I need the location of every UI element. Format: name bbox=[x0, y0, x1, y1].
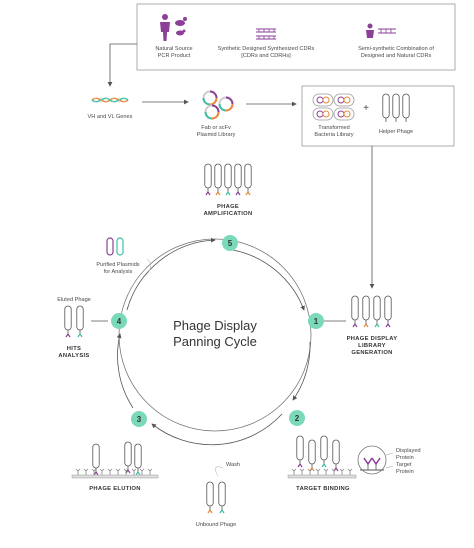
human-animal-icon bbox=[160, 14, 187, 41]
library-line2: Plasmid Library bbox=[197, 132, 236, 138]
target-line1: Target bbox=[396, 462, 412, 468]
step-1-label-line2: LIBRARY bbox=[358, 343, 386, 349]
cycle-title-line2: Panning Cycle bbox=[173, 334, 257, 349]
elution-receptors bbox=[75, 468, 153, 476]
step-4-node: 4 bbox=[111, 313, 127, 329]
step-1-label-line1: PHAGE DISPLAY bbox=[347, 336, 398, 342]
helper-label: Helper Phage bbox=[379, 129, 413, 135]
displayed-line1: Displayed bbox=[396, 448, 421, 454]
elution-plate bbox=[71, 474, 159, 479]
zoom-inset bbox=[357, 445, 387, 475]
dna-icon bbox=[91, 96, 129, 104]
genes-label: VH and VL Genes bbox=[88, 114, 133, 120]
cycle-title-line1: Phage Display bbox=[173, 318, 257, 333]
amplification-phages-icon bbox=[204, 163, 252, 196]
svg-text:4: 4 bbox=[117, 317, 122, 326]
purified-line2: for Analysis bbox=[104, 269, 133, 275]
semi-synthetic-icon bbox=[366, 23, 396, 38]
synthetic-dna-icon bbox=[256, 28, 276, 40]
step-1-node: 1 bbox=[308, 313, 324, 329]
plasmid-library-icon bbox=[202, 90, 234, 120]
purified-plasmid-icon bbox=[106, 237, 124, 256]
eluted-phage-icon bbox=[64, 305, 84, 338]
source-synthetic-line2: [CDRs and CDRHs] bbox=[241, 53, 291, 59]
source-to-genes-arrow bbox=[107, 43, 137, 87]
purified-line1: Purified Plasmids bbox=[96, 262, 139, 268]
target-line2: Protein bbox=[396, 469, 414, 475]
step-5-label-line2: AMPLIFICATION bbox=[204, 211, 253, 217]
cycle-arrow-2-3 bbox=[151, 413, 283, 446]
step-4-label-line2: ANALYSIS bbox=[58, 353, 89, 359]
cycle-arrow-4-5 bbox=[126, 237, 216, 311]
wash-label: Wash bbox=[226, 462, 240, 468]
library-phages-icon bbox=[351, 295, 392, 328]
eluted-label: Eluted Phage bbox=[57, 297, 91, 303]
binding-plate bbox=[287, 474, 357, 479]
purified-connector bbox=[144, 258, 151, 277]
helper-phage-icon bbox=[382, 93, 410, 123]
bacteria-line2: Bacteria Library bbox=[314, 132, 353, 138]
cycle-arrow-3-4 bbox=[116, 333, 134, 409]
step-1-label-line3: GENERATION bbox=[351, 350, 392, 356]
svg-text:3: 3 bbox=[137, 415, 142, 424]
svg-text:2: 2 bbox=[295, 414, 300, 423]
step-5-node: 5 bbox=[222, 235, 238, 251]
unbound-phage-icon bbox=[206, 481, 226, 514]
step-5-label-line1: PHAGE bbox=[217, 204, 239, 210]
cycle-arrow-1-2 bbox=[292, 341, 311, 401]
step-2-label: TARGET BINDING bbox=[296, 486, 350, 492]
wash-connector bbox=[215, 466, 224, 477]
source-semi-line2: Designed and Natural CDRs bbox=[361, 53, 432, 59]
source-natural-line2: PCR Product bbox=[158, 53, 191, 59]
target-pointer bbox=[385, 465, 394, 469]
binding-phages-icon bbox=[296, 435, 340, 472]
cycle-arrow-5-1 bbox=[232, 249, 305, 311]
svg-text:1: 1 bbox=[314, 317, 319, 326]
displayed-line2: Protein bbox=[396, 455, 414, 461]
unbound-label: Unbound Phage bbox=[196, 522, 236, 528]
bacteria-line1: Transformed bbox=[318, 125, 350, 131]
source-semi-line1: Semi-synthetic Combination of bbox=[358, 46, 434, 52]
source-box bbox=[136, 3, 456, 71]
plus-sign: + bbox=[363, 103, 369, 114]
step-2-node: 2 bbox=[289, 410, 305, 426]
source-synthetic-line1: Synthetic Designed Synthesized CDRs bbox=[218, 46, 315, 52]
step-3-label: PHAGE ELUTION bbox=[89, 486, 141, 492]
binding-receptors bbox=[291, 468, 353, 476]
step-4-label-line1: HITS bbox=[67, 346, 81, 352]
source-natural-line1: Natural Source bbox=[155, 46, 192, 52]
library-line1: Fab or scFv bbox=[201, 125, 231, 131]
displayed-pointer bbox=[385, 452, 394, 456]
svg-text:5: 5 bbox=[228, 239, 233, 248]
step-3-node: 3 bbox=[131, 411, 147, 427]
